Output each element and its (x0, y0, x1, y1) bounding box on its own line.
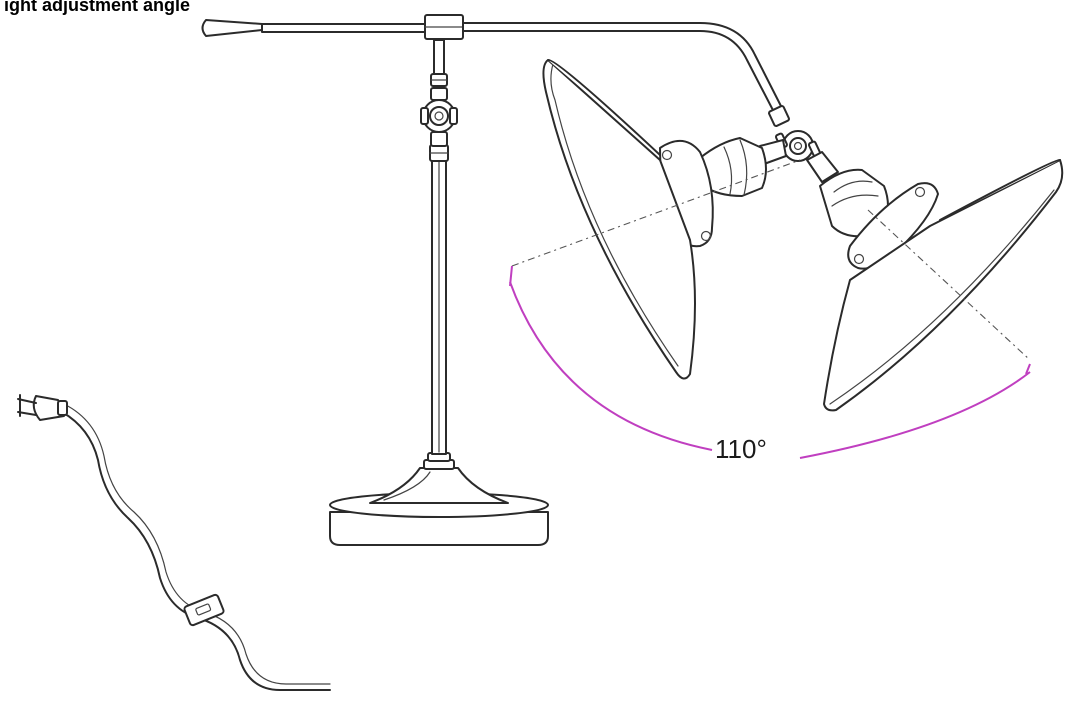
angle-indicator: 110° (509, 265, 1031, 464)
inline-switch (183, 593, 225, 627)
lamp-arm (201, 14, 785, 117)
angle-label: 110° (715, 434, 767, 464)
lamp-pole (429, 144, 449, 455)
lamp-shade-left (511, 58, 801, 380)
power-plug (17, 394, 68, 421)
lamp-shade-right (806, 151, 1064, 412)
lamp-base (329, 452, 549, 546)
pole-joint (420, 39, 458, 147)
figure-header-caption: ight adjustment angle (4, 0, 190, 15)
power-cord (61, 403, 331, 691)
